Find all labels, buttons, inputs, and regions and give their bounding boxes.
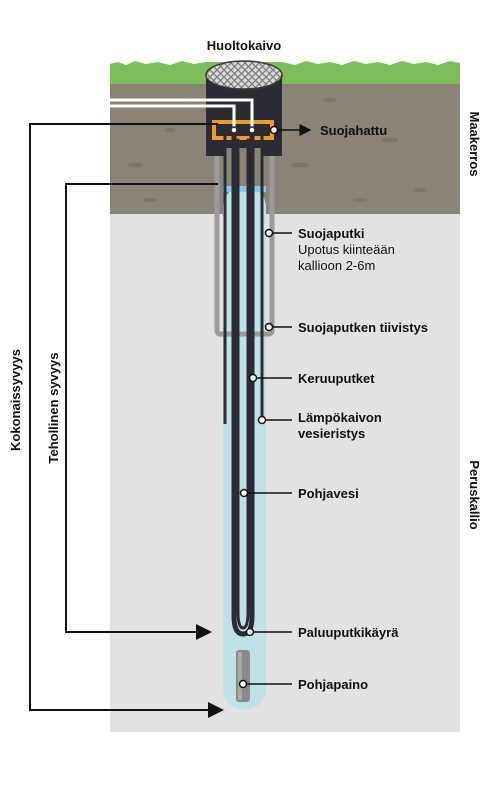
bedrock-layer <box>110 212 460 732</box>
water-surface <box>223 186 266 192</box>
depth-label-total: Kokonaissyvyys <box>8 349 23 451</box>
layer-label-bedrock: Peruskallio <box>467 460 482 529</box>
label-vesieristys-line1: Lämpökaivon <box>298 410 382 425</box>
effective-depth-bracket <box>65 183 218 640</box>
soil-layer <box>110 76 460 214</box>
total-depth-bracket <box>29 123 224 718</box>
label-suojaputki-line2: kallioon 2-6m <box>298 258 375 273</box>
label-suojaputki-line1: Upotus kiinteään <box>298 242 395 257</box>
label-paluuputkikayra: Paluuputkikäyrä <box>298 625 399 640</box>
label-keruuputket: Keruuputket <box>298 371 375 386</box>
collector-pipes <box>231 131 255 637</box>
layer-label-soil: Maakerros <box>467 111 482 176</box>
label-tiivistys: Suojaputken tiivistys <box>298 320 428 335</box>
label-suojahattu: Suojahattu <box>320 123 387 138</box>
depth-label-effective: Tehollinen syvyys <box>46 352 61 463</box>
label-vesieristys-line2: vesieristys <box>298 426 365 441</box>
callout-leaders <box>238 124 312 689</box>
bottom-weight-shade <box>238 652 242 700</box>
grass-strip <box>110 61 460 84</box>
service-well-grate <box>205 60 283 90</box>
label-pohjapaino: Pohjapaino <box>298 677 368 692</box>
inlet-pipes <box>110 98 254 128</box>
pipe-joints <box>230 126 256 134</box>
label-pohjavesi: Pohjavesi <box>298 486 359 501</box>
service-well-title: Huoltokaivo <box>207 38 281 53</box>
label-suojaputki: Suojaputki <box>298 226 364 241</box>
